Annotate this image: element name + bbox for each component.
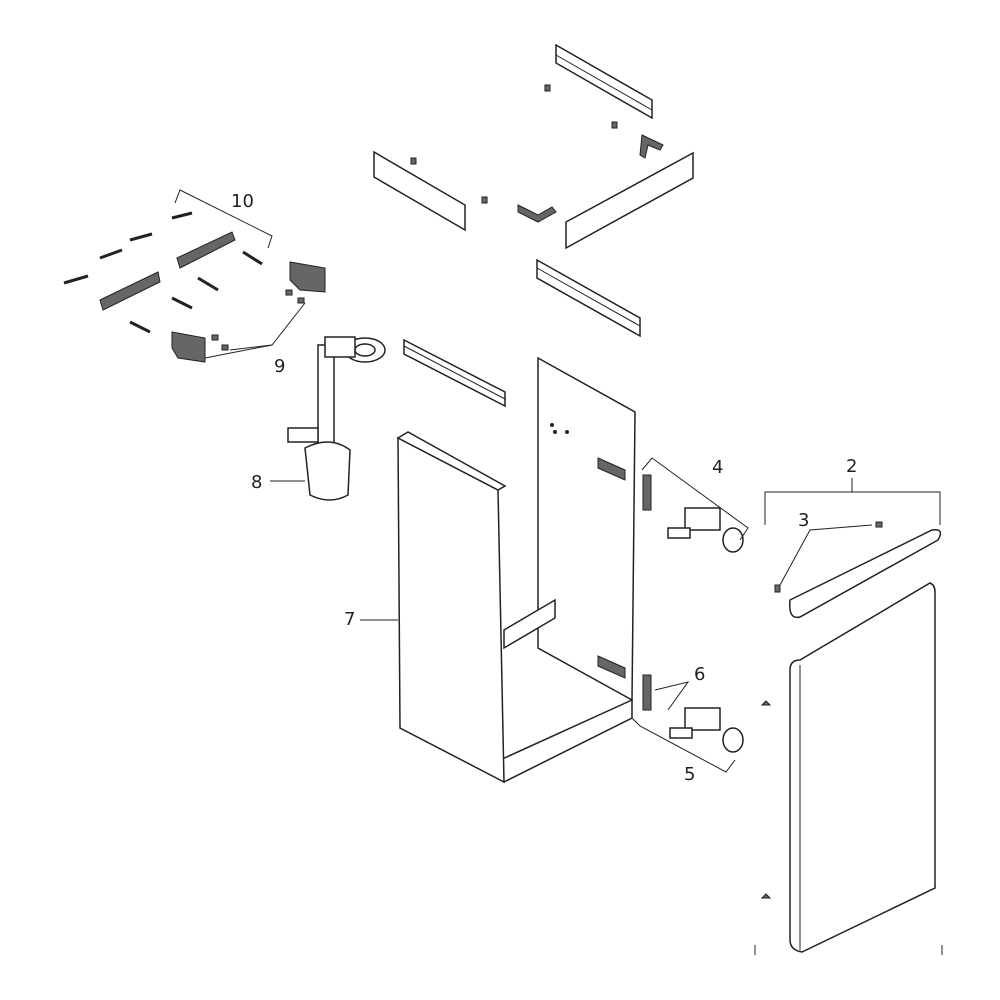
label-9: 9 bbox=[274, 356, 285, 377]
label-3: 3 bbox=[798, 510, 809, 531]
part-7-cabinet-body bbox=[360, 356, 636, 784]
part-8-siphon bbox=[270, 336, 386, 501]
label-5: 5 bbox=[684, 764, 695, 785]
dowels bbox=[410, 84, 618, 204]
label-4: 4 bbox=[712, 457, 723, 478]
part-9-brackets bbox=[171, 261, 326, 363]
top-rail-back bbox=[555, 43, 653, 120]
top-panel-right bbox=[565, 151, 694, 250]
label-8: 8 bbox=[251, 472, 262, 493]
part-2-door bbox=[754, 478, 943, 955]
corner-brackets bbox=[517, 134, 664, 223]
handle-bar bbox=[403, 338, 506, 408]
part-3-screws bbox=[774, 521, 883, 593]
label-2: 2 bbox=[846, 456, 857, 477]
label-10: 10 bbox=[231, 191, 254, 212]
top-rail-front bbox=[536, 258, 641, 338]
label-7: 7 bbox=[344, 609, 355, 630]
top-panel-left bbox=[373, 150, 466, 232]
part-5-hinge bbox=[631, 674, 744, 773]
part-4-hinge bbox=[641, 457, 749, 553]
label-6: 6 bbox=[694, 664, 705, 685]
part-10-wall-fixings bbox=[63, 189, 273, 334]
